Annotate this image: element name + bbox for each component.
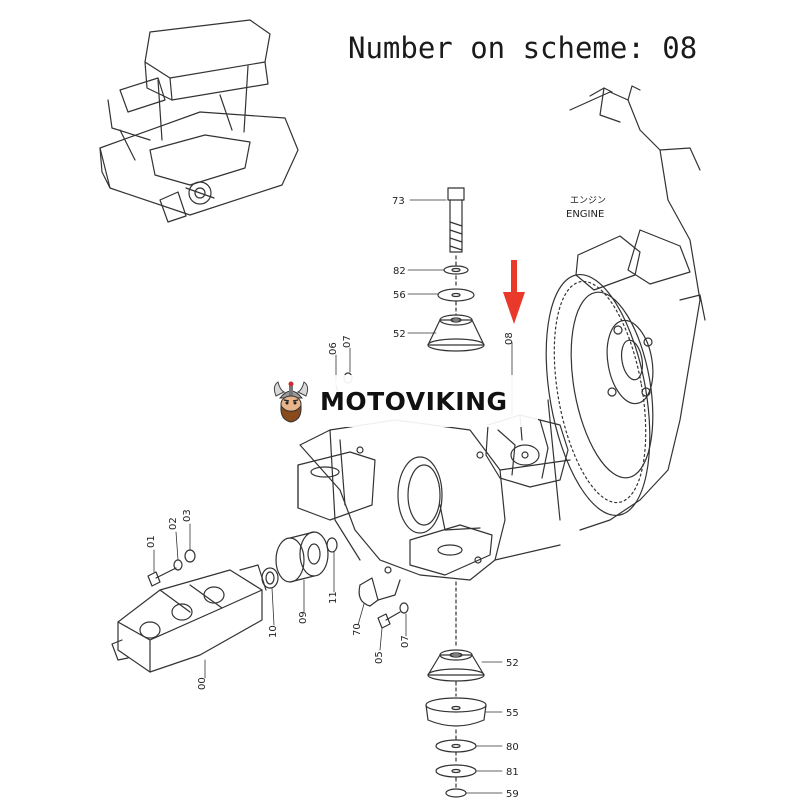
part-label-52-lower: 52 <box>506 658 519 669</box>
engine-label-english: ENGINE <box>566 209 604 220</box>
viking-mascot-icon <box>273 381 309 423</box>
part-label-05: 05 <box>374 651 385 664</box>
part-label-73: 73 <box>392 196 405 207</box>
part-label-52-upper: 52 <box>393 329 406 340</box>
highlight-arrow-icon <box>503 260 525 324</box>
seal-ring-11 <box>326 537 338 553</box>
washer-56 <box>437 288 475 302</box>
scheme-number-title: Number on scheme: 08 <box>348 31 697 65</box>
rubber-mount-52-lower <box>427 649 485 682</box>
part-label-02: 02 <box>168 517 179 530</box>
cup-55 <box>425 697 487 727</box>
bolt-05 <box>377 611 401 629</box>
machine-overview-icon <box>99 19 299 223</box>
part-label-07-lower: 07 <box>400 635 411 648</box>
part-label-03: 03 <box>182 509 193 522</box>
washer-03 <box>184 549 196 563</box>
washer-07-lower <box>399 602 409 614</box>
part-label-70: 70 <box>352 623 363 636</box>
seal-ring-10 <box>261 567 279 589</box>
nut-59 <box>445 788 467 798</box>
part-label-11: 11 <box>328 591 339 604</box>
bolt-73 <box>447 187 465 253</box>
engine-label-japanese: エンジン <box>570 196 606 206</box>
part-label-80: 80 <box>506 742 519 753</box>
washer-82 <box>443 265 469 275</box>
part-label-06: 06 <box>328 342 339 355</box>
bolt-01 <box>147 567 177 587</box>
part-label-82: 82 <box>393 266 406 277</box>
brand-name: MOTOVIKING <box>320 386 508 416</box>
rubber-mount-52-upper <box>427 314 485 352</box>
part-label-10: 10 <box>268 625 279 638</box>
part-label-09: 09 <box>298 611 309 624</box>
engine-outline <box>569 85 706 531</box>
part-label-00: 00 <box>197 677 208 690</box>
part-label-01: 01 <box>146 535 157 548</box>
part-label-59: 59 <box>506 789 519 800</box>
part-label-56: 56 <box>393 290 406 301</box>
spacer-09 <box>275 531 329 583</box>
part-label-07-upper: 07 <box>342 335 353 348</box>
washer-02 <box>173 559 183 571</box>
mount-bracket-lower <box>409 504 493 576</box>
part-label-08: 08 <box>504 332 515 345</box>
clamp-70 <box>358 577 401 607</box>
part-label-81: 81 <box>506 767 519 778</box>
flywheel <box>545 273 654 521</box>
mount-bracket-upper <box>297 439 376 521</box>
washer-80 <box>435 739 477 753</box>
gear-pump-part-00 <box>111 564 267 673</box>
brand-watermark: MOTOVIKING <box>262 375 538 427</box>
part-label-55: 55 <box>506 708 519 719</box>
washer-81 <box>435 764 477 778</box>
